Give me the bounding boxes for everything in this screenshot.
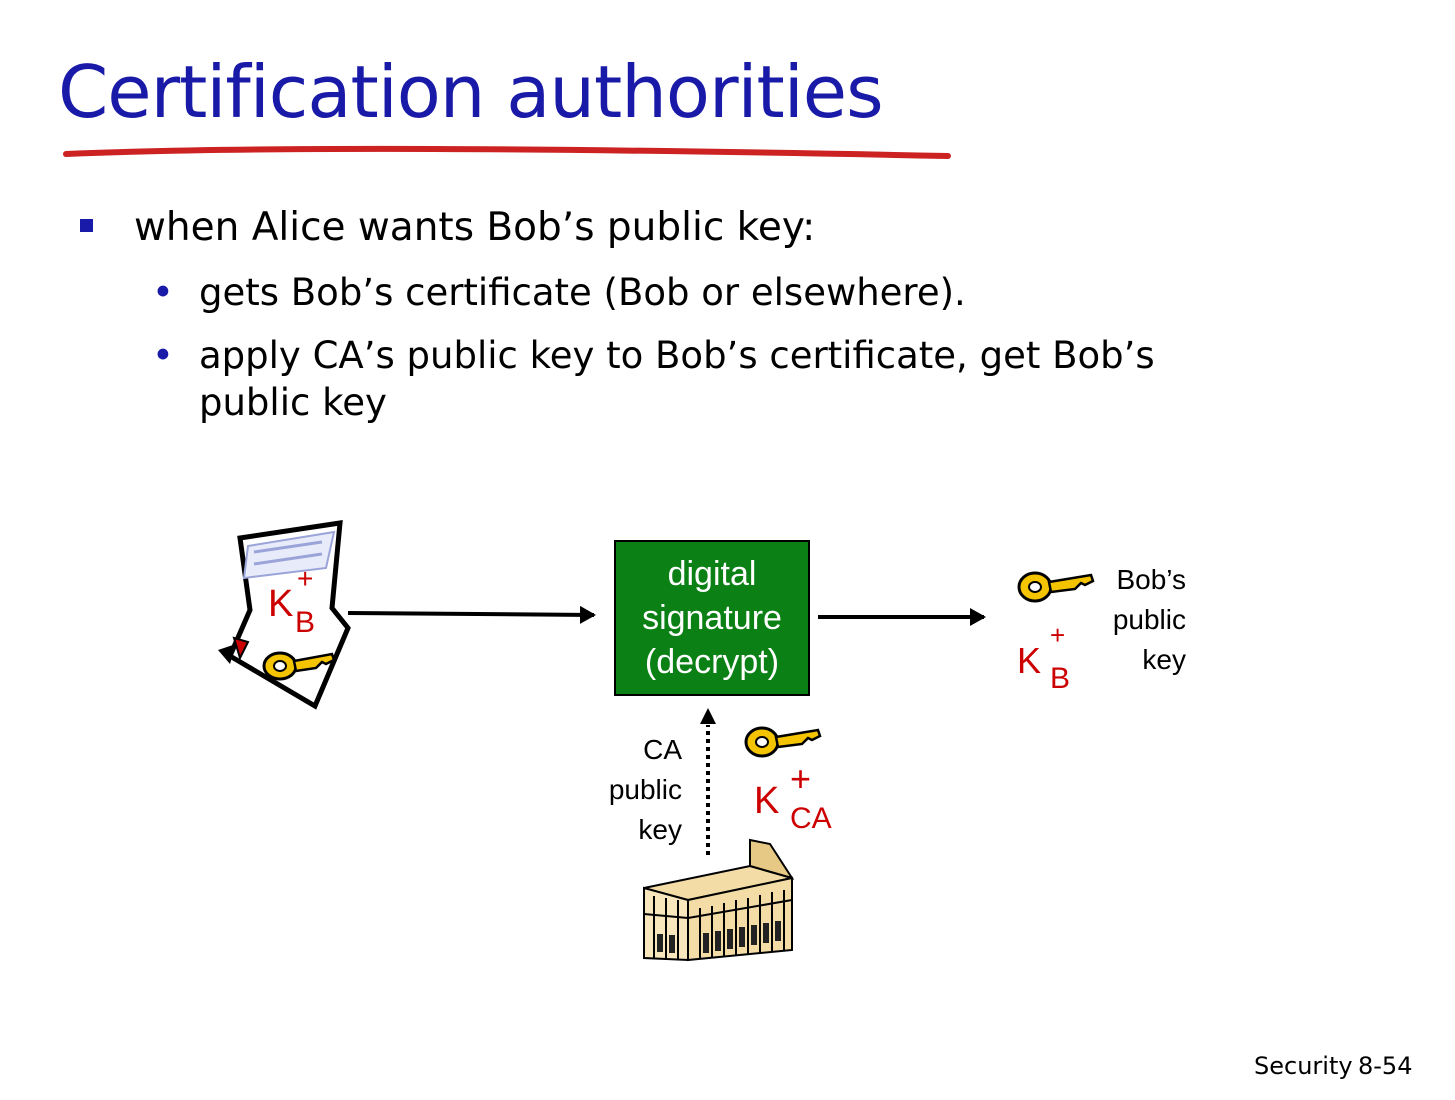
cert-key-k: K	[268, 583, 294, 625]
bob-key-label: Bob’s public key	[1080, 560, 1186, 680]
ca-key-label-line-3: key	[638, 814, 682, 845]
dot-bullet-icon: •	[152, 334, 174, 377]
slide-title: Certification authorities	[58, 50, 884, 134]
bullet-sub-2-cont-text: public key	[199, 381, 387, 424]
footer-section: Security	[1254, 1052, 1353, 1080]
bob-key-icon	[1017, 571, 1095, 603]
box-line-2: signature	[642, 599, 782, 637]
ca-key-label-line-1: CA	[643, 734, 682, 765]
arrow-ca-to-box-head	[700, 708, 716, 724]
title-underline	[63, 145, 951, 159]
square-bullet-icon	[80, 219, 93, 232]
ca-key-icon	[744, 726, 822, 758]
key-icon	[262, 651, 336, 681]
bullet-sub-2-text: apply CA’s public key to Bob’s certifica…	[199, 334, 1155, 377]
certificate-icon	[218, 520, 351, 710]
bob-key-label-line-1: Bob’s	[1116, 564, 1186, 595]
bob-key-label-line-3: key	[1142, 644, 1186, 675]
ca-key-sup: +	[790, 758, 812, 799]
ca-key-label: CA public key	[560, 730, 682, 850]
ca-key-k: K	[754, 780, 780, 822]
box-line-3: (decrypt)	[644, 643, 780, 681]
digital-signature-box: digital signature (decrypt)	[614, 540, 810, 696]
bob-key-sup: +	[1050, 620, 1066, 650]
footer-page-number: 8-54	[1358, 1052, 1413, 1080]
ca-building-icon	[643, 838, 795, 962]
ca-key-label-line-2: public	[608, 774, 682, 805]
ca-key-sub: CA	[790, 802, 832, 835]
bob-key-label-line-2: public	[1112, 604, 1186, 635]
bob-key-k: K	[1017, 640, 1042, 681]
cert-key-sup: +	[297, 563, 314, 594]
bob-key-sub: B	[1050, 662, 1071, 695]
bullet-sub-1-text: gets Bob’s certificate (Bob or elsewhere…	[199, 271, 966, 314]
arrow-cert-to-box	[347, 605, 596, 624]
cert-key-sub: B	[295, 606, 316, 639]
bullet-main-text: when Alice wants Bob’s public key:	[134, 205, 816, 250]
box-line-1: digital	[667, 555, 757, 593]
dot-bullet-icon: •	[152, 271, 174, 314]
